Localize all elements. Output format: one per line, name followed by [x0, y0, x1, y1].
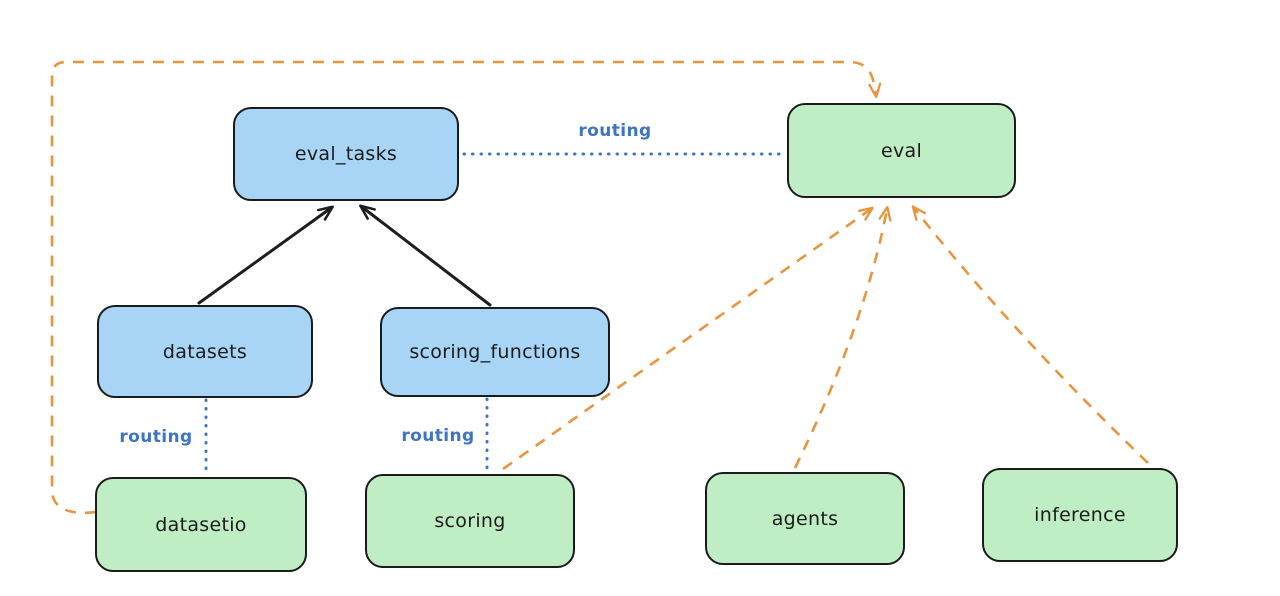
- node-datasetio: datasetio: [95, 474, 307, 572]
- node-label-eval: eval: [880, 139, 923, 162]
- node-label-datasetio: datasetio: [155, 513, 247, 536]
- edge-agents-to-eval: [793, 205, 892, 469]
- node-label-inference: inference: [1034, 504, 1126, 526]
- node-label-datasets: datasets: [162, 340, 248, 363]
- edge-group: [50, 60, 1149, 515]
- node-scoring_functions: scoring_functions: [380, 304, 610, 397]
- edge-scoring_functions-to-eval_tasks: [359, 204, 492, 307]
- edge-datasetio-to-eval: [50, 60, 882, 515]
- node-eval: eval: [787, 100, 1016, 198]
- edge-datasets-to-eval_tasks: [197, 205, 334, 305]
- node-label-scoring: scoring: [434, 510, 506, 532]
- node-label-eval_tasks: eval_tasks: [294, 143, 398, 165]
- node-inference: inference: [982, 465, 1178, 562]
- edge-scoring-to-eval: [502, 206, 874, 471]
- node-eval_tasks: eval_tasks: [233, 104, 459, 201]
- node-label-agents: agents: [771, 507, 839, 530]
- node-scoring: scoring: [365, 471, 575, 568]
- node-label-scoring_functions: scoring_functions: [409, 341, 581, 363]
- node-datasets: datasets: [97, 302, 313, 398]
- routing-label-scoring: routing: [401, 426, 475, 446]
- node-agents: agents: [705, 469, 905, 565]
- edge-inference-to-eval: [911, 205, 1149, 464]
- routing-label-datasetio: routing: [119, 427, 193, 447]
- routing-label-top: routing: [578, 121, 652, 141]
